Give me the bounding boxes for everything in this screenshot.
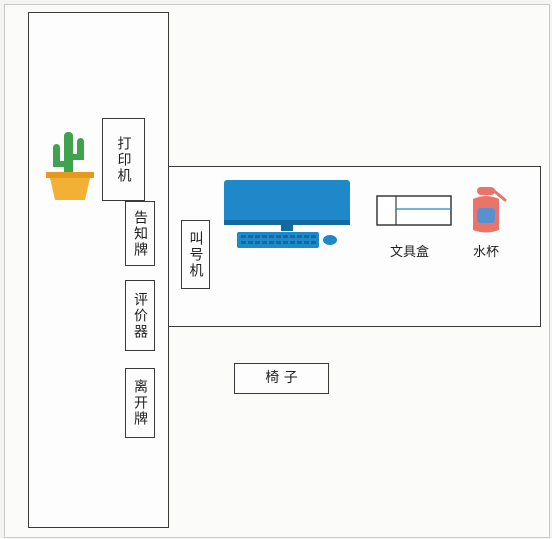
stationery-box-label: 文具盒 [390, 245, 430, 260]
water-cup-icon [473, 187, 507, 233]
away-sign-label: 离开牌 [132, 379, 148, 427]
cactus-icon [46, 132, 94, 200]
printer-label: 打印机 [115, 135, 132, 184]
queue-machine-label: 叫号机 [187, 230, 204, 279]
notice-board-label: 告知牌 [132, 209, 148, 258]
water-cup-label: 水杯 [473, 245, 500, 260]
notice-board-box [125, 201, 155, 266]
chair-box [234, 363, 329, 394]
printer-box [102, 118, 145, 201]
computer-icon [224, 180, 350, 248]
evaluator-box [125, 280, 155, 351]
chair-label: 椅 子 [265, 370, 298, 386]
stationery-box-icon [376, 195, 452, 226]
queue-machine-box [181, 220, 210, 289]
evaluator-label: 评价器 [132, 291, 148, 340]
away-sign-box [125, 368, 155, 438]
side-counter [28, 12, 169, 528]
